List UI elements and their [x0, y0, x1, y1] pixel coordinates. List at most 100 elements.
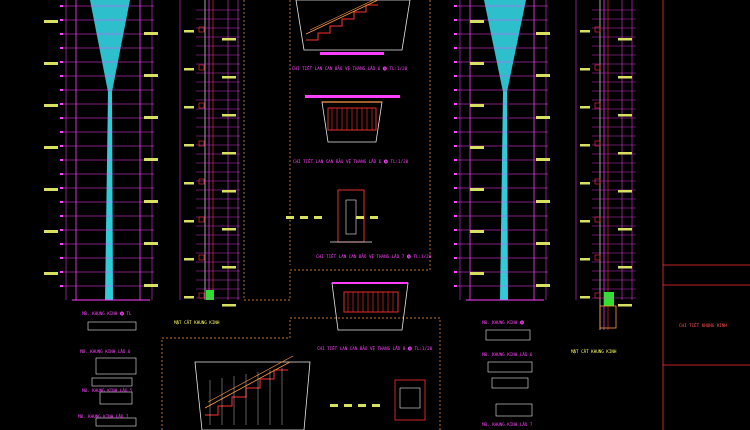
left-plan-title: MB. KHUNG KINH 🅐 TL — [82, 311, 132, 316]
dimension-node — [454, 229, 457, 231]
dimension-node — [454, 145, 457, 147]
base-plate — [300, 216, 308, 219]
section-tag — [580, 106, 590, 109]
base-plate — [344, 404, 352, 407]
leader-tag — [144, 284, 158, 287]
left-section-detail — [179, 0, 239, 300]
base-plate — [370, 216, 378, 219]
leader-tag — [536, 158, 550, 161]
left-facade-title: MẶT CẮT KHUNG KINH — [174, 320, 220, 325]
leader-tag — [536, 74, 550, 77]
stair-detail-2 — [305, 95, 400, 143]
anchor-box — [198, 178, 205, 185]
dimension-node — [454, 117, 457, 119]
dimension-node — [454, 187, 457, 189]
dimension-node — [454, 285, 457, 287]
section-tag — [618, 114, 632, 117]
dimension-node — [454, 89, 457, 91]
title-block-sheet-title: CHI TIẾT KHUNG KINH — [679, 323, 727, 328]
leader-tag — [536, 284, 550, 287]
leader-tag — [470, 20, 484, 23]
anchor-box — [594, 216, 601, 223]
left-floor7-title: MB. KHUNG KINH LẦU 7 — [78, 414, 129, 419]
leader-tag — [470, 146, 484, 149]
right-section-detail — [575, 0, 633, 330]
base-plate — [358, 404, 366, 407]
leader-tag — [470, 104, 484, 107]
dimension-node — [454, 215, 457, 217]
section-tag — [618, 152, 632, 155]
leader-tag — [44, 230, 58, 233]
section-tag — [580, 68, 590, 71]
stair-detail-4 — [331, 282, 409, 331]
base-plate — [286, 216, 294, 219]
leader-tag — [144, 158, 158, 161]
section-tag — [580, 30, 590, 33]
section-tag — [222, 190, 236, 193]
right-plan-title: MB. KHUNG KINH 🅐 — [482, 320, 525, 325]
section-tag — [184, 296, 194, 299]
center-detail-3-title: CHI TIẾT LAN CAN BẢO VỆ THANG LẦU 7 🅐 TL… — [316, 254, 432, 259]
section-tag — [222, 304, 236, 307]
anchor-box — [594, 64, 601, 71]
dimension-node — [60, 5, 63, 7]
section-tag — [222, 228, 236, 231]
right-section-ticks — [580, 9, 636, 307]
leader-tag — [536, 200, 550, 203]
left-small-plans — [87, 321, 137, 427]
dimension-node — [454, 243, 457, 245]
section-tag — [580, 258, 590, 261]
section-tag — [618, 304, 632, 307]
dimension-node — [60, 201, 63, 203]
section-tag — [580, 182, 590, 185]
section-tag — [618, 76, 632, 79]
dimension-node — [454, 5, 457, 7]
leader-tag — [44, 20, 58, 23]
dimension-node — [60, 61, 63, 63]
dimension-node — [454, 75, 457, 77]
left-floor6-title: MB. KHUNG KINH LẦU 6 — [80, 349, 131, 354]
anchor-box — [198, 292, 205, 299]
dimension-node — [60, 117, 63, 119]
leader-tag — [536, 32, 550, 35]
leader-tag — [44, 188, 58, 191]
dimension-node — [60, 187, 63, 189]
base-plate — [330, 404, 338, 407]
section-tag — [618, 266, 632, 269]
leader-tag — [470, 230, 484, 233]
section-tag — [580, 144, 590, 147]
dimension-node — [60, 145, 63, 147]
base-plate — [314, 216, 322, 219]
center-detail-2-title: CHI TIẾT LAN CAN BẢO VỆ THANG LẦU 6 🅐 TL… — [293, 159, 409, 164]
leader-tag — [44, 104, 58, 107]
dimension-node — [454, 271, 457, 273]
right-floor6-title: MB. KHUNG KINH LẦU 6 — [482, 352, 533, 357]
right-column-ticks — [454, 5, 550, 287]
left-column-ticks — [44, 5, 158, 287]
anchor-box — [198, 64, 205, 71]
left-floor5-title: MB. KHUNG KINH LẦU 5 — [82, 388, 133, 393]
dimension-node — [454, 19, 457, 21]
section-tag — [222, 38, 236, 41]
viewport-frames — [161, 0, 441, 430]
leader-tag — [144, 74, 158, 77]
section-tag — [618, 38, 632, 41]
stair-detail-1 — [295, 0, 411, 55]
dimension-node — [60, 103, 63, 105]
base-plate — [356, 216, 364, 219]
dimension-node — [454, 131, 457, 133]
dimension-node — [60, 75, 63, 77]
anchor-box — [198, 102, 205, 109]
title-block-frame — [662, 0, 750, 430]
stair-detail-3 — [286, 189, 378, 243]
leader-tag — [470, 272, 484, 275]
small-detail-bottom — [330, 379, 426, 421]
dimension-node — [60, 257, 63, 259]
section-tag — [580, 220, 590, 223]
section-tag — [184, 106, 194, 109]
dimension-node — [60, 173, 63, 175]
section-tag — [222, 266, 236, 269]
leader-tag — [470, 62, 484, 65]
